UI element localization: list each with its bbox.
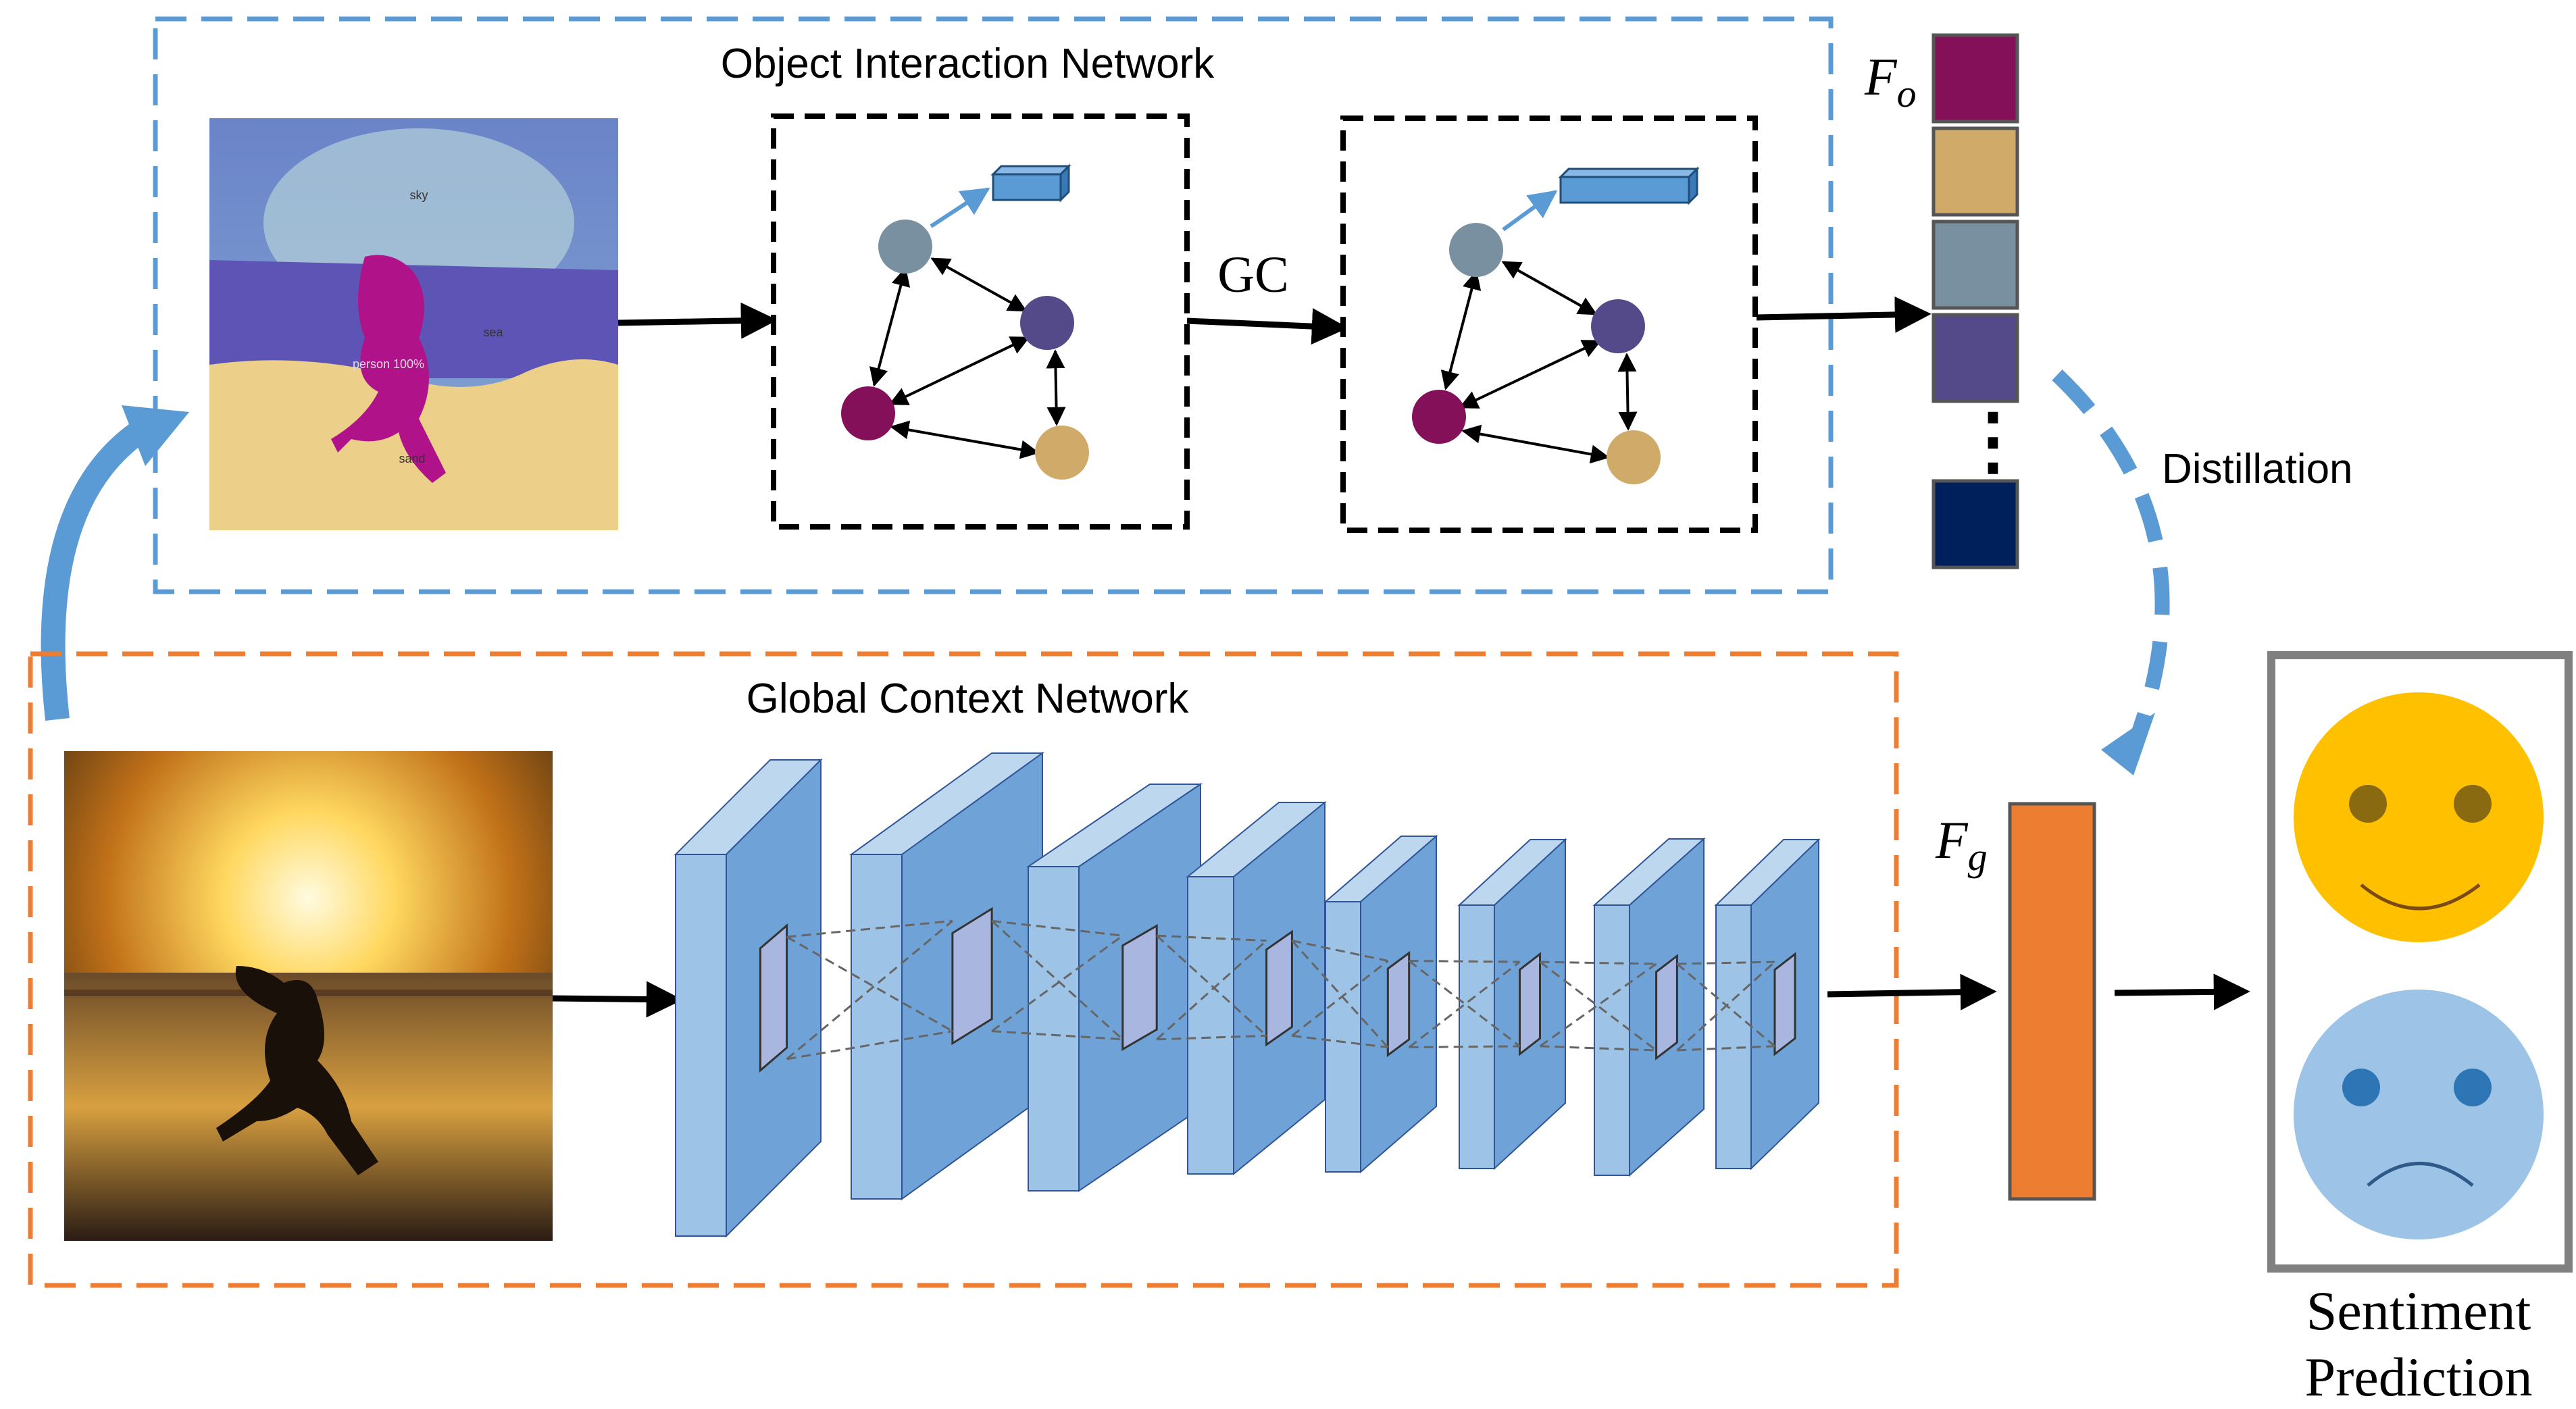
distillation-arrow-head	[2101, 713, 2155, 775]
cnn-connection-line	[992, 1030, 1123, 1041]
fo-ellipsis: ⋮	[1956, 400, 2030, 482]
fo-cell-3	[1931, 220, 2019, 310]
seg-label-person: person 100%	[353, 357, 424, 371]
cnn-layer-3	[1026, 783, 1203, 1192]
object-network-title: Object Interaction Network	[721, 41, 1215, 87]
arrow-fg-to-prediction	[2114, 973, 2250, 1010]
cnn-connection-line	[1539, 963, 1657, 1048]
cnn-connection-line	[1677, 960, 1775, 965]
seg-label-sky: sky	[410, 188, 428, 202]
node-feature-block-long	[1558, 168, 1700, 178]
cnn-connection-line	[1156, 940, 1267, 1040]
global-network-box	[28, 651, 1899, 1288]
fg-feature-bar	[2008, 802, 2096, 1201]
cnn-connection-line	[1291, 960, 1389, 1037]
cnn-connection-line	[1408, 960, 1521, 1048]
fo-cell-last	[1931, 479, 2019, 569]
fo-cell-1	[1931, 33, 2019, 124]
segmented-image: sky sea person 100% sand	[209, 118, 618, 530]
cnn-connection-line	[991, 934, 1123, 1032]
prediction-label-line2: Prediction	[2304, 1346, 2532, 1408]
cnn-connection-line	[1157, 1034, 1267, 1041]
cnn-layer-5	[1323, 834, 1438, 1174]
gc-label: GC	[1217, 247, 1289, 303]
cnn-connection-line	[786, 919, 953, 938]
cnn-layer-6	[1457, 838, 1567, 1171]
cnn-connection-line	[1677, 1045, 1775, 1052]
graph2-node-left	[1412, 390, 1466, 444]
sentiment-prediction-box	[2267, 651, 2573, 1273]
cnn-layers	[674, 752, 1821, 1238]
cnn-connection-line	[1540, 960, 1657, 965]
cnn-connection-line	[1292, 1034, 1388, 1048]
prediction-label-line1: Sentiment	[2306, 1280, 2531, 1341]
seg-label-sea: sea	[483, 326, 503, 339]
graph-node-bottom	[1035, 426, 1089, 480]
arrow-graph-to-fo	[1756, 296, 1931, 333]
cnn-connection-line	[1408, 960, 1521, 1048]
arrow-cnn-to-fg	[1827, 973, 1997, 1010]
cnn-connection-line	[1539, 960, 1657, 1052]
arrow-image-to-graph	[617, 302, 778, 339]
object-network-box	[153, 16, 1834, 594]
cnn-layer-4	[1186, 800, 1327, 1176]
graph-after-gc	[1340, 116, 1758, 533]
graph-node-top	[878, 220, 932, 274]
cnn-connection-line	[1540, 1045, 1657, 1052]
distillation-label: Distillation	[2162, 446, 2353, 492]
cnn-connection-line	[786, 920, 953, 1060]
sad-face	[2294, 990, 2544, 1239]
input-photo	[64, 751, 553, 1241]
cnn-connection-line	[1676, 960, 1776, 1052]
input-to-object-arrow-head	[122, 405, 189, 466]
graph-node-left	[841, 386, 895, 440]
fg-symbol: Fg	[1935, 811, 1988, 879]
seg-label-sand: sand	[399, 452, 425, 465]
cnn-layer-7	[1592, 837, 1706, 1177]
graph2-node-right	[1591, 299, 1645, 353]
cnn-connection-line	[1409, 960, 1520, 963]
cnn-connection-line	[1157, 934, 1267, 942]
arrow-photo-to-cnn	[552, 981, 683, 1018]
cnn-connection-line	[786, 1030, 953, 1060]
fo-symbol: Fo	[1864, 47, 1917, 116]
happy-face	[2294, 692, 2544, 942]
gc-arrow	[1186, 308, 1348, 345]
cnn-connection-line	[1292, 940, 1388, 962]
graph2-node-bottom	[1607, 430, 1661, 484]
fo-cell-4	[1931, 313, 2019, 403]
cnn-connection-line	[786, 936, 953, 1032]
input-to-object-arrow	[41, 422, 146, 721]
global-network-title: Global Context Network	[747, 675, 1190, 722]
cnn-connection-line	[1409, 1045, 1520, 1048]
cnn-connection-line	[1156, 935, 1267, 1037]
cnn-connection-line	[991, 919, 1123, 937]
fo-feature-stack: Fo ⋮	[1864, 33, 2030, 569]
cnn-connection-line	[1291, 940, 1389, 1048]
cnn-layer-1	[674, 758, 823, 1238]
cnn-layer-8	[1714, 838, 1821, 1171]
fo-cell-2	[1931, 126, 2019, 217]
graph-before-gc	[771, 113, 1190, 530]
distillation-arrow	[2052, 369, 2170, 746]
graph2-node-top	[1449, 223, 1503, 277]
graph-node-right	[1020, 296, 1074, 350]
cnn-layer-2	[849, 752, 1045, 1200]
node-feature-block	[990, 165, 1071, 176]
